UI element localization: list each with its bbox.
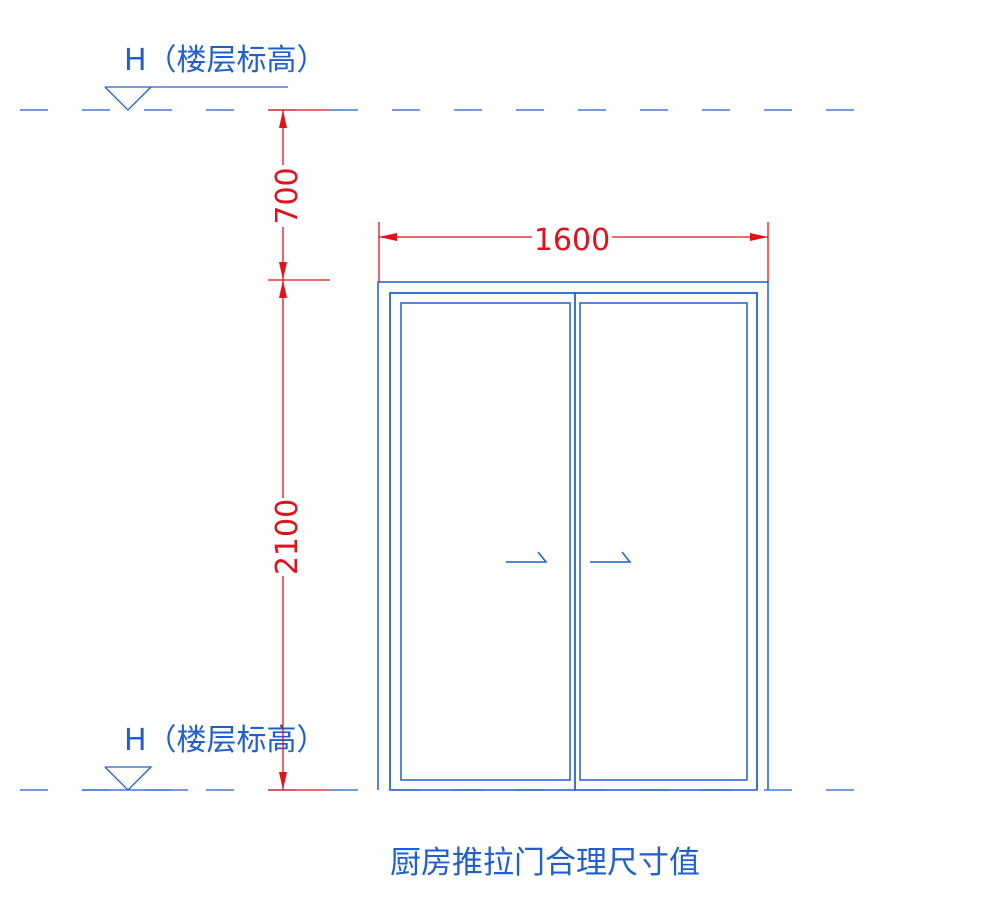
bottom-level-marker — [82, 766, 188, 791]
top-level-marker — [104, 86, 288, 111]
drawing-title: 厨房推拉门合理尺寸值 — [390, 845, 700, 881]
dimension-label-2100: 2100 — [270, 499, 305, 575]
handle-mark-right — [590, 551, 632, 563]
door-frame — [377, 281, 769, 790]
dimension-label-1600: 1600 — [534, 223, 610, 258]
dimension-label-700: 700 — [270, 167, 305, 224]
door-panel-left — [389, 292, 576, 791]
vertical-dimension — [268, 109, 330, 791]
door-panel-right — [574, 292, 758, 791]
top-level-label: H（楼层标高） — [124, 43, 327, 78]
horizontal-dimension — [378, 222, 769, 282]
bottom-level-label: H（楼层标高） — [124, 723, 327, 758]
handle-mark-left — [506, 551, 548, 563]
